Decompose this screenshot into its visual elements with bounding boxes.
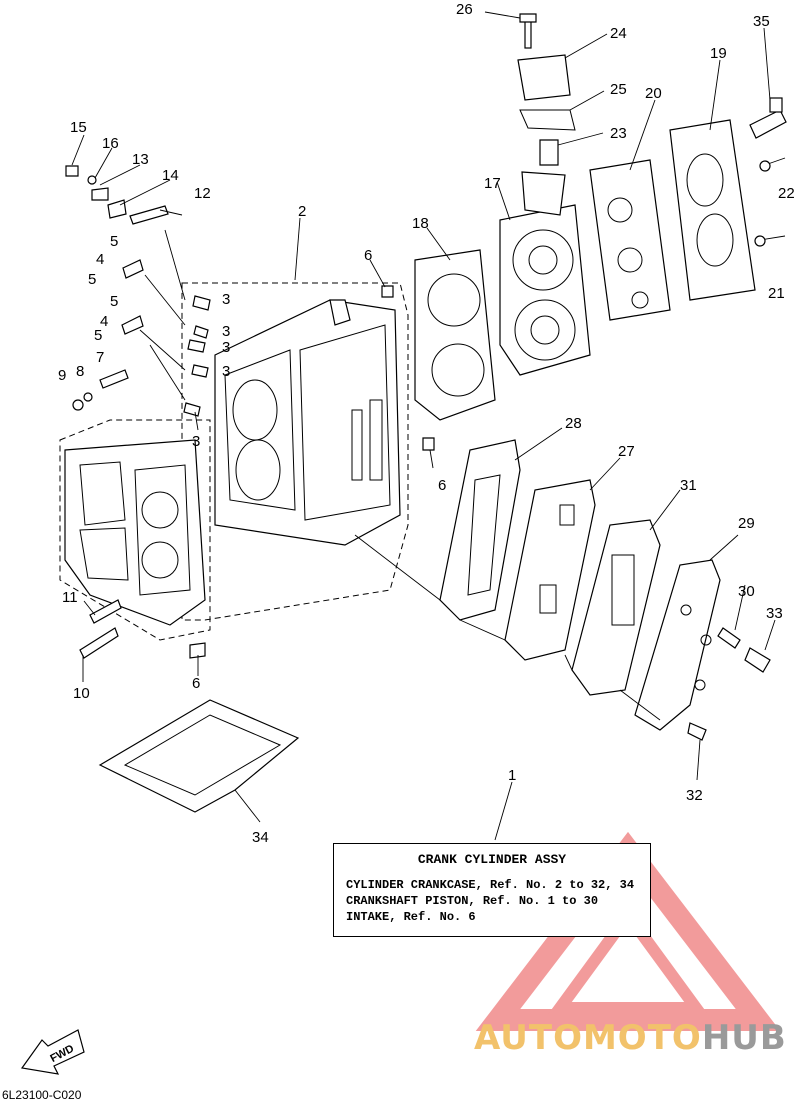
spark-plug xyxy=(749,97,787,139)
callout-numbers: 1 2 3 3 3 3 3 4 4 5 5 5 5 6 6 6 7 8 9 10… xyxy=(58,1,795,846)
callout-4a: 4 xyxy=(96,251,104,268)
callout-19: 19 xyxy=(710,45,727,62)
callout-3b: 3 xyxy=(222,323,230,340)
callout-3c: 3 xyxy=(222,339,230,356)
leader-lines xyxy=(71,11,776,841)
head-cover-gasket xyxy=(589,159,671,321)
callout-16: 16 xyxy=(102,135,119,152)
label-line-1: CYLINDER CRANKCASE, Ref. No. 2 to 32, 34 xyxy=(346,878,635,892)
callout-24: 24 xyxy=(610,25,627,42)
callout-3d: 3 xyxy=(222,363,230,380)
callout-3e: 3 xyxy=(192,433,200,450)
small-parts-left xyxy=(65,165,435,659)
cylinder-head xyxy=(499,204,591,376)
assembly-label-box: CRANK CYLINDER ASSY CYLINDER CRANKCASE, … xyxy=(333,843,651,937)
callout-23: 23 xyxy=(610,125,627,142)
callout-27: 27 xyxy=(618,443,635,460)
callout-12: 12 xyxy=(194,185,211,202)
callout-5d: 5 xyxy=(94,327,102,344)
callout-4b: 4 xyxy=(100,313,108,330)
drawing-code: 6L23100-C020 xyxy=(2,1088,82,1102)
callout-6b: 6 xyxy=(438,477,446,494)
exhaust-gasket-31 xyxy=(571,519,661,696)
label-line-2: CRANKSHAFT PISTON, Ref. No. 1 to 30 xyxy=(346,894,599,908)
callout-18: 18 xyxy=(412,215,429,232)
callout-13: 13 xyxy=(132,151,149,168)
callout-6c: 6 xyxy=(192,675,200,692)
crankcase-half xyxy=(64,439,206,626)
callout-34: 34 xyxy=(252,829,269,846)
callout-22: 22 xyxy=(778,185,795,202)
callout-9: 9 xyxy=(58,367,66,384)
watermark-text-part1: AUTOMOTO xyxy=(474,1018,702,1058)
bolts-right xyxy=(754,157,786,247)
fwd-arrow-icon: FWD xyxy=(20,1029,85,1075)
watermark-text: AUTOMOTOHUB xyxy=(474,1018,787,1058)
callout-21: 21 xyxy=(768,285,785,302)
callout-7: 7 xyxy=(96,349,104,366)
cylinder-group-outline xyxy=(59,419,211,641)
callout-6a: 6 xyxy=(364,247,372,264)
crankcase-group-outline xyxy=(181,282,409,621)
callout-26: 26 xyxy=(456,1,473,18)
callout-28: 28 xyxy=(565,415,582,432)
callout-14: 14 xyxy=(162,167,179,184)
label-title: CRANK CYLINDER ASSY xyxy=(417,852,567,867)
exhaust-guide-27 xyxy=(504,479,596,661)
small-parts-right xyxy=(687,627,771,741)
callout-32: 32 xyxy=(686,787,703,804)
callout-5a: 5 xyxy=(110,233,118,250)
callout-35: 35 xyxy=(753,13,770,30)
callout-17: 17 xyxy=(484,175,501,192)
exhaust-cover-29 xyxy=(634,559,721,731)
callout-1: 1 xyxy=(508,767,516,784)
callout-31: 31 xyxy=(680,477,697,494)
cylinder-block xyxy=(214,299,401,546)
callout-30: 30 xyxy=(738,583,755,600)
callout-2: 2 xyxy=(298,203,306,220)
callout-15: 15 xyxy=(70,119,87,136)
exhaust-gasket-28 xyxy=(439,439,521,621)
head-cover xyxy=(669,119,756,301)
callout-33: 33 xyxy=(766,605,783,622)
callout-29: 29 xyxy=(738,515,755,532)
callout-5c: 5 xyxy=(110,293,118,310)
callout-11: 11 xyxy=(62,589,78,606)
thermostat-assembly xyxy=(517,13,576,216)
callout-8: 8 xyxy=(76,363,84,380)
callout-10: 10 xyxy=(73,685,90,702)
callout-5b: 5 xyxy=(88,271,96,288)
head-gasket xyxy=(414,249,496,421)
callout-25: 25 xyxy=(610,81,627,98)
lower-gasket xyxy=(98,699,300,813)
watermark-text-part2: HUB xyxy=(701,1018,787,1058)
callout-3a: 3 xyxy=(222,291,230,308)
callout-20: 20 xyxy=(645,85,662,102)
label-line-3: INTAKE, Ref. No. 6 xyxy=(346,910,476,924)
